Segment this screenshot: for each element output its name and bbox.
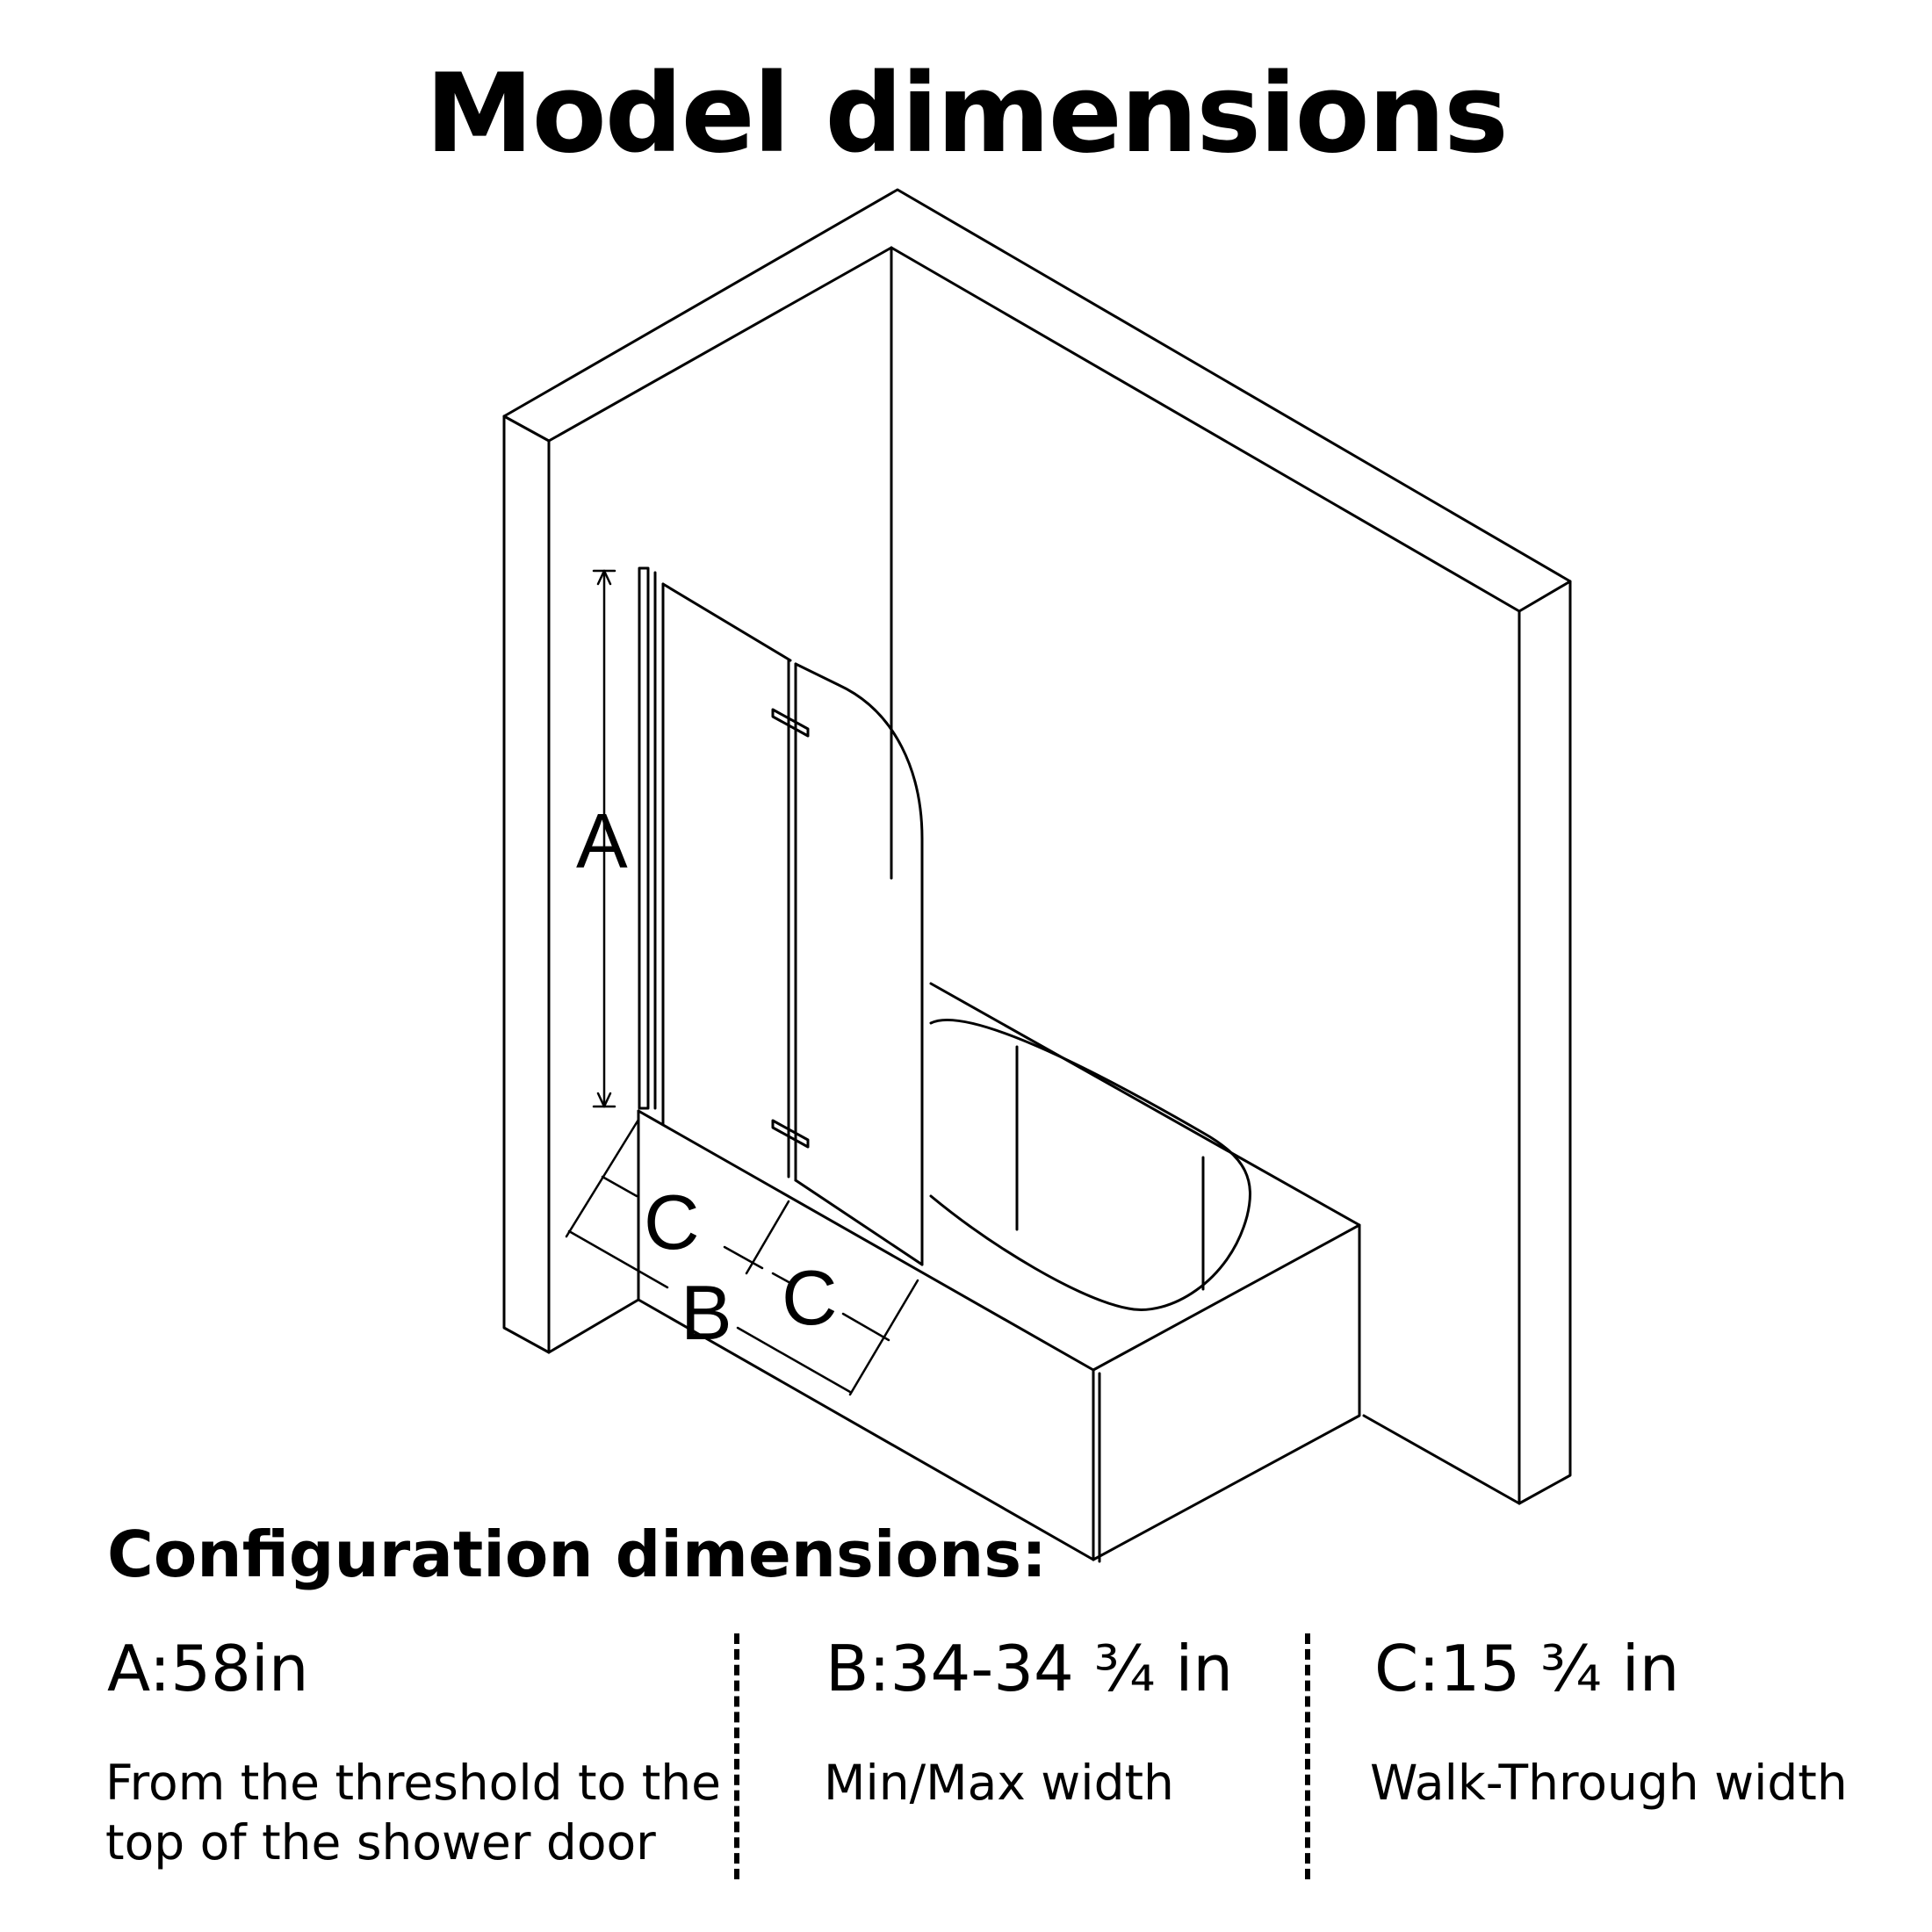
- dimension-label-c2: C: [782, 1254, 838, 1341]
- bathtub: [637, 982, 1361, 1563]
- dimension-label-b: B: [681, 1269, 732, 1356]
- spec-desc-c-line1: Walk-Through width: [1370, 1755, 1848, 1811]
- shower-screen: [638, 566, 924, 1266]
- spec-value-c: C:15 ¾ in: [1374, 1632, 1680, 1705]
- configuration-heading: Configuration dimensions:: [107, 1517, 1047, 1591]
- spec-value-a: A:58in: [107, 1632, 309, 1705]
- spec-desc-b-line1: Min/Max width: [824, 1755, 1174, 1811]
- spec-desc-c: Walk-Through width: [1370, 1753, 1848, 1813]
- dimension-a: [592, 569, 616, 1108]
- dimension-b-c: [565, 1118, 919, 1396]
- wall: [502, 188, 1572, 1505]
- spec-desc-a-line1: From the threshold to the: [105, 1755, 721, 1811]
- spec-desc-b: Min/Max width: [824, 1753, 1174, 1813]
- divider-1: [734, 1633, 739, 1879]
- dimension-label-a: A: [576, 797, 628, 884]
- page-title: Model dimensions: [425, 51, 1509, 177]
- spec-desc-a: From the threshold to the top of the sho…: [105, 1753, 721, 1872]
- spec-desc-a-line2: top of the shower door: [105, 1814, 656, 1871]
- dimension-label-c1: C: [644, 1179, 700, 1265]
- spec-value-b: B:34-34 ¾ in: [825, 1632, 1234, 1705]
- divider-2: [1305, 1633, 1310, 1879]
